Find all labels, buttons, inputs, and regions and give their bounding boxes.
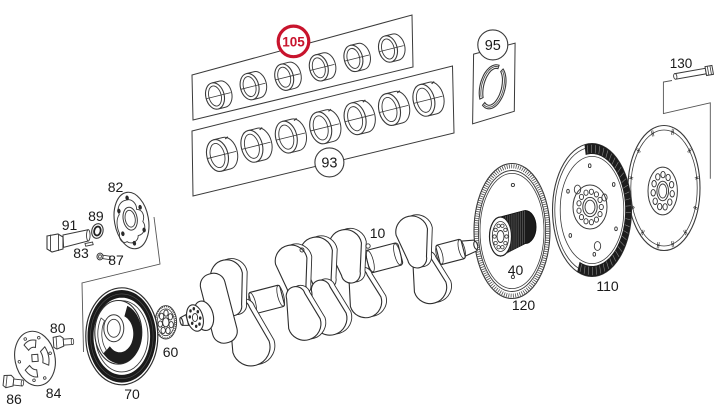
svg-text:95: 95 bbox=[485, 38, 501, 54]
svg-text:84: 84 bbox=[46, 385, 62, 401]
svg-text:40: 40 bbox=[508, 262, 524, 278]
svg-text:91: 91 bbox=[62, 217, 78, 233]
svg-text:86: 86 bbox=[6, 391, 22, 407]
svg-text:105: 105 bbox=[282, 35, 305, 50]
svg-text:87: 87 bbox=[108, 252, 124, 268]
svg-text:120: 120 bbox=[512, 297, 536, 313]
svg-text:89: 89 bbox=[88, 208, 104, 224]
svg-text:110: 110 bbox=[596, 278, 619, 294]
svg-text:70: 70 bbox=[124, 386, 140, 402]
svg-text:60: 60 bbox=[163, 344, 179, 360]
svg-text:80: 80 bbox=[50, 320, 66, 336]
svg-text:130: 130 bbox=[670, 56, 693, 71]
svg-text:83: 83 bbox=[73, 245, 89, 261]
svg-text:82: 82 bbox=[108, 179, 124, 195]
svg-text:10: 10 bbox=[370, 225, 386, 241]
svg-text:93: 93 bbox=[321, 156, 337, 172]
